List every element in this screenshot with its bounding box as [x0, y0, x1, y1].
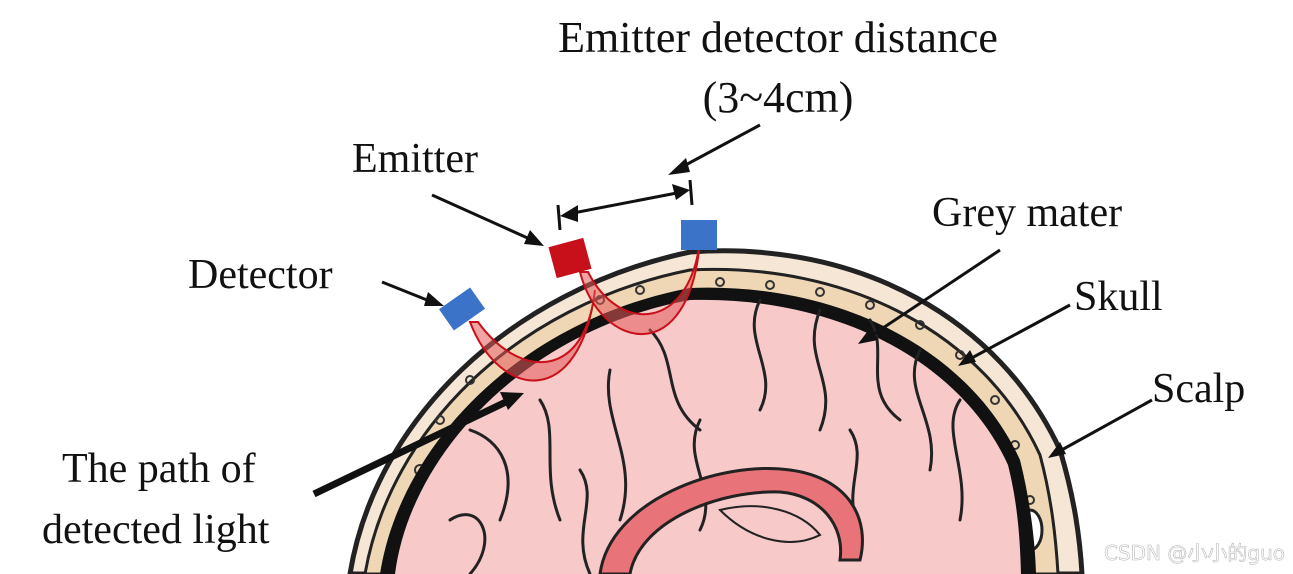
corpus-callosum-inner: [718, 505, 822, 543]
detector-label: Detector: [188, 252, 333, 298]
distance-label-line1: Emitter detector distance: [558, 13, 998, 62]
watermark: CSDN @小小的guo: [1104, 541, 1285, 565]
distance-label-line2: (3~4cm): [703, 73, 854, 122]
detector-right-optode: [681, 220, 717, 250]
pointer-arrows: [312, 123, 1153, 498]
path-label-line1: The path of: [62, 446, 256, 492]
detector-left-optode: [438, 287, 486, 331]
grey-mater-label: Grey mater: [932, 190, 1122, 236]
scalp-label: Scalp: [1152, 366, 1245, 412]
distance-indicator: [556, 179, 694, 231]
corpus-callosum: [598, 467, 864, 574]
skull-label: Skull: [1074, 274, 1163, 320]
brain-sulci: [448, 298, 964, 574]
emitter-label: Emitter: [352, 136, 478, 182]
path-label-line2: detected light: [42, 507, 270, 553]
emitter-optode: [548, 237, 592, 279]
